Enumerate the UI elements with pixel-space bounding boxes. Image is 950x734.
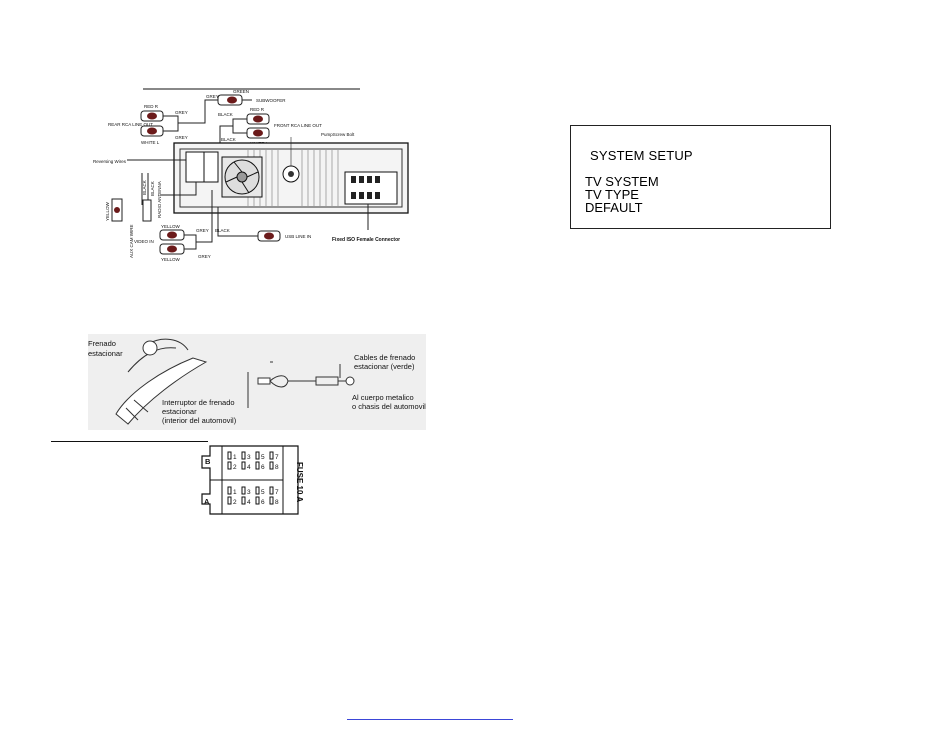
label-grey-2: GREY [175,135,188,140]
iso-pin-number: 7 [275,489,279,496]
head-unit-body [173,142,409,214]
iso-pin [255,461,260,470]
iso-pin-number: 7 [275,454,279,461]
iso-pin-number: 1 [233,454,237,461]
rear-rca-connectors [140,99,218,137]
label-black-left-2: BLACK [150,181,155,196]
label-green: GREEN [233,89,249,94]
label-reversing: Reversing Wires [93,159,127,164]
label-front-rca: FRONT RCA LINE OUT [274,123,322,128]
label-yellow-left: YELLOW [105,201,110,221]
iso-pin-number: 2 [233,499,237,506]
label-yellow-video: YELLOW [161,224,181,229]
iso-pin [269,496,274,505]
iso-pin [269,486,274,495]
iso-pin-number: 5 [261,489,265,496]
iso-pin [255,486,260,495]
setup-item-default[interactable]: DEFAULT [585,200,643,215]
wiring-diagram: RED R REAR RCA LINE OUT WHITE L GREY GRE… [93,88,409,262]
iso-pin [241,451,246,460]
label-pump-screw: PumpScrew Bolt [321,132,355,137]
label-radio-antenna: RADIO ANTENNA [157,181,162,218]
brake-label-interruptor-2: estacionar [162,407,197,416]
brake-label-cuerpo-2: o chasis del automovil [352,402,426,411]
label-black-left: BLACK [142,180,147,195]
iso-pin-number: 5 [261,454,265,461]
iso-pin [241,461,246,470]
label-black-front-2: BLACK [221,137,236,142]
iso-pin [227,496,232,505]
iso-connector-pinout: B A FUSE 10 A 1 3 5 7 2 4 6 8 1 3 5 7 2 4 6 8 [201,445,304,515]
iso-pin [227,486,232,495]
iso-pin-number: 8 [275,464,279,471]
iso-pin [227,451,232,460]
label-usb-line: USB LINE IN [285,234,311,239]
brake-label-estacionar: estacionar [88,349,123,358]
iso-pin-number: 2 [233,464,237,471]
label-grey-bottom: GREY [198,254,211,259]
iso-pin-number: 6 [261,464,265,471]
setup-item-tv-system[interactable]: TV SYSTEM [585,174,659,189]
hyperlink-underline[interactable] [347,719,513,720]
parking-brake-diagram: Frenado estacionar Cables de frenado est… [88,334,426,430]
front-rca-connectors [219,113,270,150]
brake-label-interruptor-1: Interruptor de frenado [162,398,235,407]
iso-pin [241,486,246,495]
iso-pin-number: 3 [247,454,251,461]
brake-label-cables-1: Cables de frenado [354,353,415,362]
label-red-r: RED R [144,104,159,109]
label-black-usb: BLACK [215,228,230,233]
iso-pin-number: 6 [261,499,265,506]
system-setup-panel: SYSTEM SETUP TV SYSTEM TV TYPE DEFAULT [570,125,831,229]
iso-pin-number: 4 [247,464,251,471]
iso-pin-number: 4 [247,499,251,506]
iso-pin [255,451,260,460]
label-grey-video: GREY [196,228,209,233]
section-divider [51,441,208,442]
iso-pin [255,496,260,505]
label-aux-cam: AUX CAM WIRE [129,224,134,258]
label-grey-sub: GREY [206,94,219,99]
label-yellow-bottom: YELLOW [161,257,181,262]
label-black-front: BLACK [218,112,233,117]
label-subwoofer: SUBWOOFER [256,98,286,103]
iso-a-label: A [204,497,210,506]
system-setup-title: SYSTEM SETUP [590,148,693,163]
iso-fuse-label: FUSE 10 A [295,462,304,502]
iso-pin [241,496,246,505]
brake-label-cables-2: estacionar (verde) [354,362,415,371]
label-video-in: VIDEO IN [134,239,154,244]
iso-pin-number: 8 [275,499,279,506]
label-iso-connector: Fixed ISO Female Connector [332,237,400,243]
iso-pin [269,451,274,460]
label-rear-rca: REAR RCA LINE OUT [108,122,153,127]
label-grey: GREY [175,110,188,115]
label-red-r-front: RED R [250,107,265,112]
label-white-l: WHITE L [141,140,160,145]
brake-label-cuerpo-1: Al cuerpo metalico [352,393,414,402]
iso-b-label: B [205,457,211,466]
iso-pin [227,461,232,470]
brake-label-interruptor-3: (interior del automovil) [162,416,237,425]
iso-pin-grid: 1 3 5 7 2 4 6 8 1 3 5 7 2 4 6 8 [227,451,279,506]
iso-pin-number: 3 [247,489,251,496]
iso-pin [269,461,274,470]
iso-pin-number: 1 [233,489,237,496]
brake-label-frenado: Frenado [88,339,116,348]
setup-item-tv-type[interactable]: TV TYPE [585,187,639,202]
